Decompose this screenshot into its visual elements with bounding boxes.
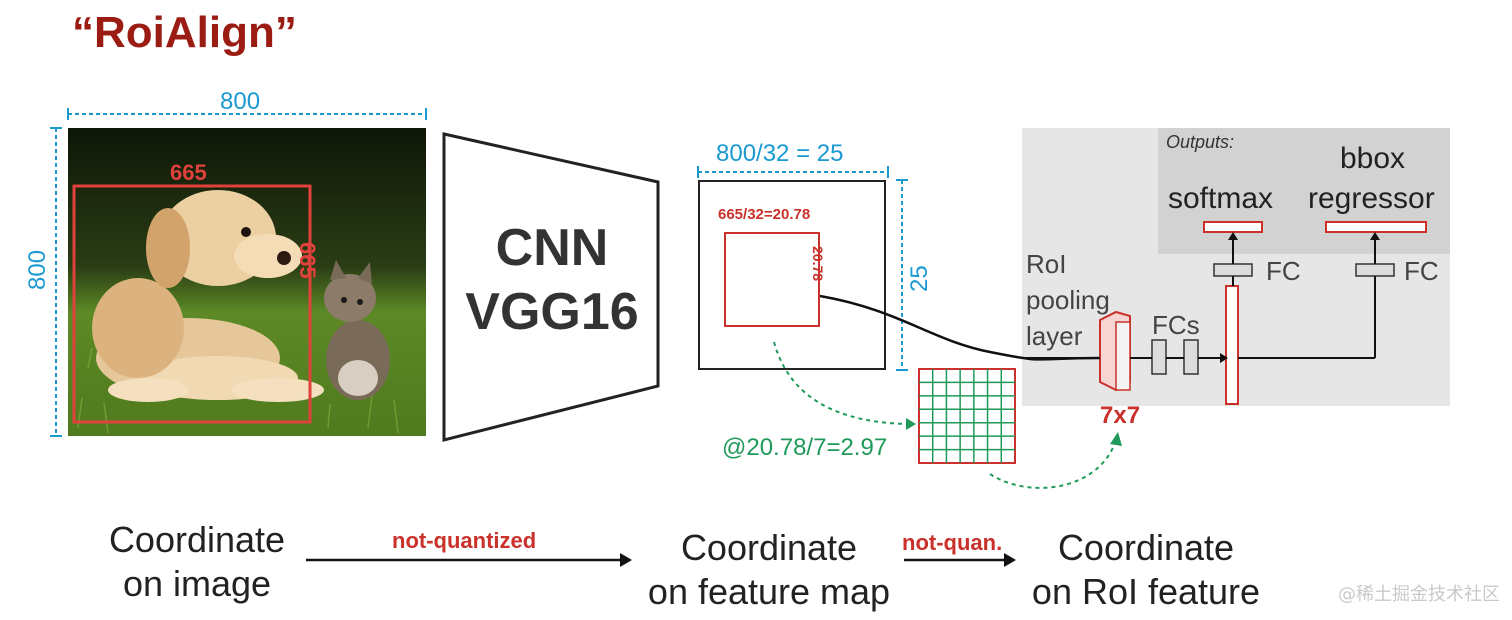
- image-width-label: 800: [220, 88, 261, 115]
- fc-bbox-label: FC: [1404, 256, 1439, 286]
- feature-map-dimension-lines: [697, 166, 908, 371]
- arrow-image-to-fmap: [306, 553, 632, 567]
- coordinate-on-roi-feature: Coordinate on RoI feature: [1016, 526, 1276, 614]
- image-roi-box: [72, 184, 312, 424]
- coord-image-line1: Coordinate: [108, 519, 286, 560]
- dog-cat-photo: [68, 128, 426, 436]
- bbox-label-line2: regressor: [1308, 182, 1435, 215]
- slide-title: “RoiAlign”: [72, 8, 297, 57]
- head-architecture: [1024, 221, 1427, 405]
- image-dimension-lines: [50, 108, 427, 437]
- cnn-label: CNN VGG16: [444, 216, 660, 344]
- cnn-trapezoid: [442, 132, 660, 442]
- arrow-fmap-to-roi: [904, 553, 1016, 567]
- cnn-label-line1: CNN: [495, 219, 609, 277]
- cnn-label-line2: VGG16: [465, 283, 639, 341]
- grid-cell-label: @20.78/7=2.97: [722, 434, 888, 461]
- coord-roi-line1: Coordinate: [1057, 527, 1235, 568]
- pool-size-label: 7x7: [1100, 402, 1141, 429]
- roi-pooling-label: RoI pooling layer: [1026, 246, 1110, 354]
- watermark: @稀土掘金技术社区: [1338, 584, 1500, 605]
- not-quantized-label: not-quantized: [392, 528, 537, 553]
- feature-map-box: [698, 180, 886, 370]
- not-quan-label: not-quan.: [902, 530, 1003, 555]
- roi-pooling-line1: RoI: [1026, 249, 1067, 279]
- roi-pooling-line2: pooling: [1026, 285, 1110, 315]
- softmax-label: softmax: [1168, 182, 1274, 215]
- feature-roi-width-label: 665/32=20.78: [718, 206, 811, 223]
- outputs-label: Outputs:: [1166, 132, 1235, 152]
- coordinate-on-image: Coordinate on image: [92, 518, 302, 606]
- feature-roi-box: [724, 232, 820, 327]
- coord-fmap-line1: Coordinate: [680, 527, 858, 568]
- coord-fmap-line2: on feature map: [647, 571, 891, 612]
- photo-illustration: [68, 128, 426, 436]
- coordinate-on-feature-map: Coordinate on feature map: [634, 526, 904, 614]
- bbox-label-line1: bbox: [1340, 142, 1406, 175]
- coord-image-line2: on image: [122, 563, 272, 604]
- feature-map-width-label: 800/32 = 25: [716, 140, 844, 167]
- coord-roi-line2: on RoI feature: [1031, 571, 1261, 612]
- roi-pooling-line3: layer: [1026, 321, 1083, 351]
- fcs-label: FCs: [1152, 310, 1200, 340]
- fc-softmax-label: FC: [1266, 256, 1301, 286]
- sampling-grid: [918, 368, 1016, 464]
- image-roi-width-label: 665: [170, 160, 207, 185]
